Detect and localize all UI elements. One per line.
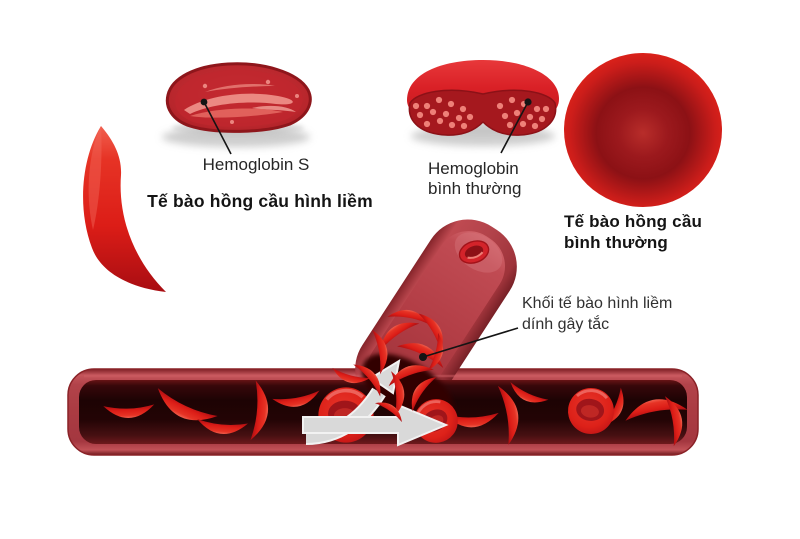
hemoglobin-s-text: Hemoglobin S <box>202 155 310 174</box>
sickle-cell-title-label: Tế bào hồng cầu hình liềm <box>128 191 392 212</box>
sickle-cell-side-view <box>83 126 166 292</box>
hemoglobin-s-pointer-line <box>200 98 232 155</box>
clot-caption-line1: Khối tế bào hình liềm <box>522 295 673 312</box>
sickle-cell-title-text: Tế bào hồng cầu hình liềm <box>147 191 373 211</box>
clot-caption-line2: dính gây tắc <box>522 316 610 333</box>
normal-rbc-title-line1: Tế bào hồng cầu <box>564 212 703 231</box>
clot-pointer-line <box>419 327 519 361</box>
hemoglobin-s-label: Hemoglobin S <box>180 155 332 175</box>
trapped-rbc <box>458 240 490 264</box>
sickle-cell-top-view <box>165 62 312 133</box>
clot-caption-label: Khối tế bào hình liềm dính gây tắc <box>522 293 672 335</box>
normal-hemoglobin-line2: bình thường <box>428 179 522 198</box>
normal-rbc-top-view <box>564 53 722 207</box>
normal-rbc-title-label: Tế bào hồng cầu bình thường <box>564 211 702 253</box>
hemoglobin-normal-pointer-line <box>500 98 532 154</box>
hemoglobin-dots <box>412 96 550 130</box>
normal-hemoglobin-line1: Hemoglobin <box>428 159 519 178</box>
normal-rbc-cross-section <box>407 60 559 136</box>
normal-rbc-title-line2: bình thường <box>564 233 669 252</box>
normal-hemoglobin-label: Hemoglobin bình thường <box>428 159 521 199</box>
